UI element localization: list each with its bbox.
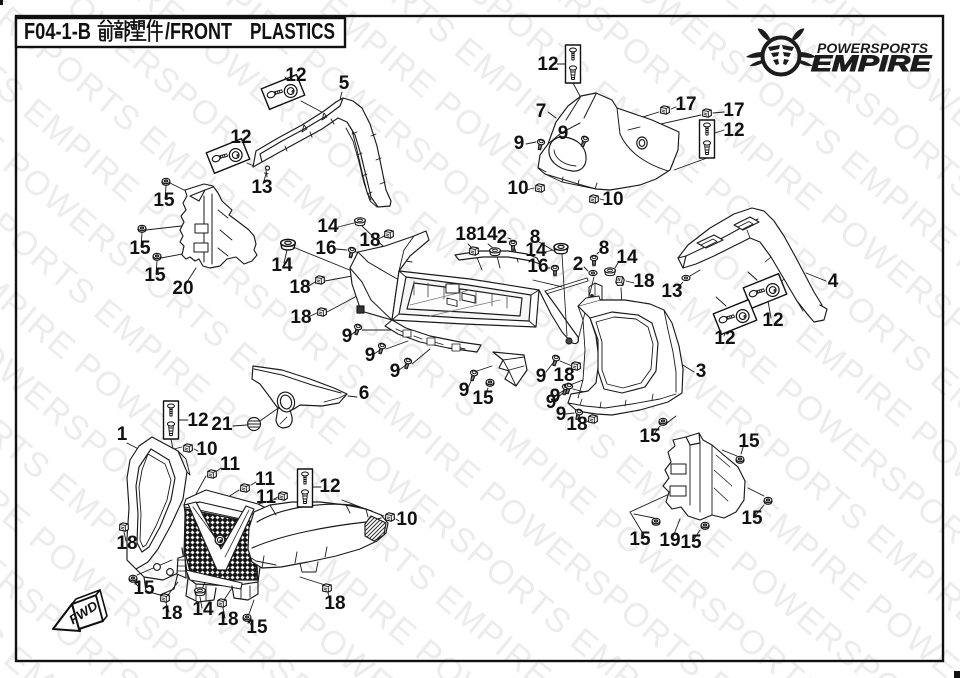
svg-text:17: 17: [675, 94, 696, 115]
svg-text:18: 18: [324, 593, 345, 614]
svg-text:10: 10: [507, 178, 528, 199]
svg-text:PLASTICS: PLASTICS: [250, 18, 335, 44]
svg-text:9: 9: [558, 123, 569, 144]
svg-text:4: 4: [828, 271, 839, 292]
svg-text:15: 15: [129, 238, 151, 259]
svg-text:9: 9: [459, 380, 470, 401]
svg-text:F04-1-B: F04-1-B: [24, 18, 91, 44]
svg-text:9: 9: [556, 404, 567, 425]
svg-text:6: 6: [359, 383, 370, 404]
svg-text:9: 9: [550, 386, 561, 407]
svg-text:15: 15: [472, 388, 494, 409]
svg-text:18: 18: [290, 307, 311, 328]
svg-text:11: 11: [255, 469, 276, 490]
svg-text:18: 18: [553, 365, 574, 386]
svg-text:2: 2: [497, 227, 508, 248]
svg-text:18: 18: [217, 609, 238, 630]
svg-text:15: 15: [153, 190, 175, 211]
svg-text:14: 14: [616, 247, 638, 268]
svg-text:18: 18: [161, 603, 182, 624]
svg-text:EMPIRE: EMPIRE: [811, 51, 933, 76]
svg-text:19: 19: [659, 530, 680, 551]
svg-text:18: 18: [566, 414, 587, 435]
svg-text:9: 9: [342, 326, 353, 347]
svg-text:18: 18: [359, 230, 380, 251]
svg-text:9: 9: [536, 366, 547, 387]
svg-text:18: 18: [116, 533, 137, 554]
svg-text:14: 14: [192, 599, 214, 620]
svg-text:16: 16: [527, 256, 548, 277]
svg-text:3: 3: [696, 361, 707, 382]
svg-text:9: 9: [365, 345, 376, 366]
svg-text:15: 15: [133, 578, 155, 599]
svg-text:10: 10: [196, 439, 217, 460]
svg-text:18: 18: [633, 271, 654, 292]
svg-text:15: 15: [144, 265, 166, 286]
svg-text:10: 10: [396, 509, 417, 530]
svg-text:12: 12: [762, 310, 783, 331]
svg-text:20: 20: [172, 278, 193, 299]
svg-text:13: 13: [661, 281, 682, 302]
svg-text:1: 1: [117, 424, 128, 445]
svg-text:9: 9: [546, 392, 557, 413]
svg-text:9: 9: [514, 133, 525, 154]
svg-text:5: 5: [339, 73, 350, 94]
svg-text:16: 16: [315, 238, 336, 259]
svg-text:14: 14: [271, 255, 293, 276]
svg-text:15: 15: [629, 529, 651, 550]
svg-text:15: 15: [741, 508, 763, 529]
svg-text:14: 14: [476, 224, 498, 245]
svg-text:15: 15: [738, 431, 760, 452]
svg-text:15: 15: [246, 617, 268, 638]
svg-text:13: 13: [251, 177, 272, 198]
svg-text:/FRONT: /FRONT: [165, 18, 232, 44]
svg-text:12: 12: [187, 410, 208, 431]
svg-text:11: 11: [256, 487, 277, 508]
svg-text:12: 12: [537, 54, 558, 75]
svg-text:12: 12: [319, 476, 340, 497]
svg-text:17: 17: [723, 100, 744, 121]
svg-text:21: 21: [211, 414, 233, 435]
svg-text:2: 2: [573, 254, 584, 275]
svg-text:18: 18: [455, 224, 476, 245]
svg-text:11: 11: [220, 454, 241, 475]
svg-text:8: 8: [599, 238, 610, 259]
svg-text:14: 14: [317, 216, 339, 237]
svg-text:12: 12: [285, 65, 306, 86]
svg-text:12: 12: [723, 120, 744, 141]
svg-text:12: 12: [230, 127, 251, 148]
svg-text:9: 9: [390, 361, 401, 382]
svg-text:18: 18: [289, 277, 310, 298]
svg-text:15: 15: [639, 426, 661, 447]
svg-text:7: 7: [536, 101, 547, 122]
svg-text:12: 12: [714, 328, 735, 349]
svg-text:15: 15: [680, 532, 702, 553]
svg-text:POWERSPORTS: POWERSPORTS: [817, 41, 928, 56]
svg-text:10: 10: [602, 189, 623, 210]
svg-text:8: 8: [530, 227, 541, 248]
svg-text:14: 14: [525, 240, 547, 261]
